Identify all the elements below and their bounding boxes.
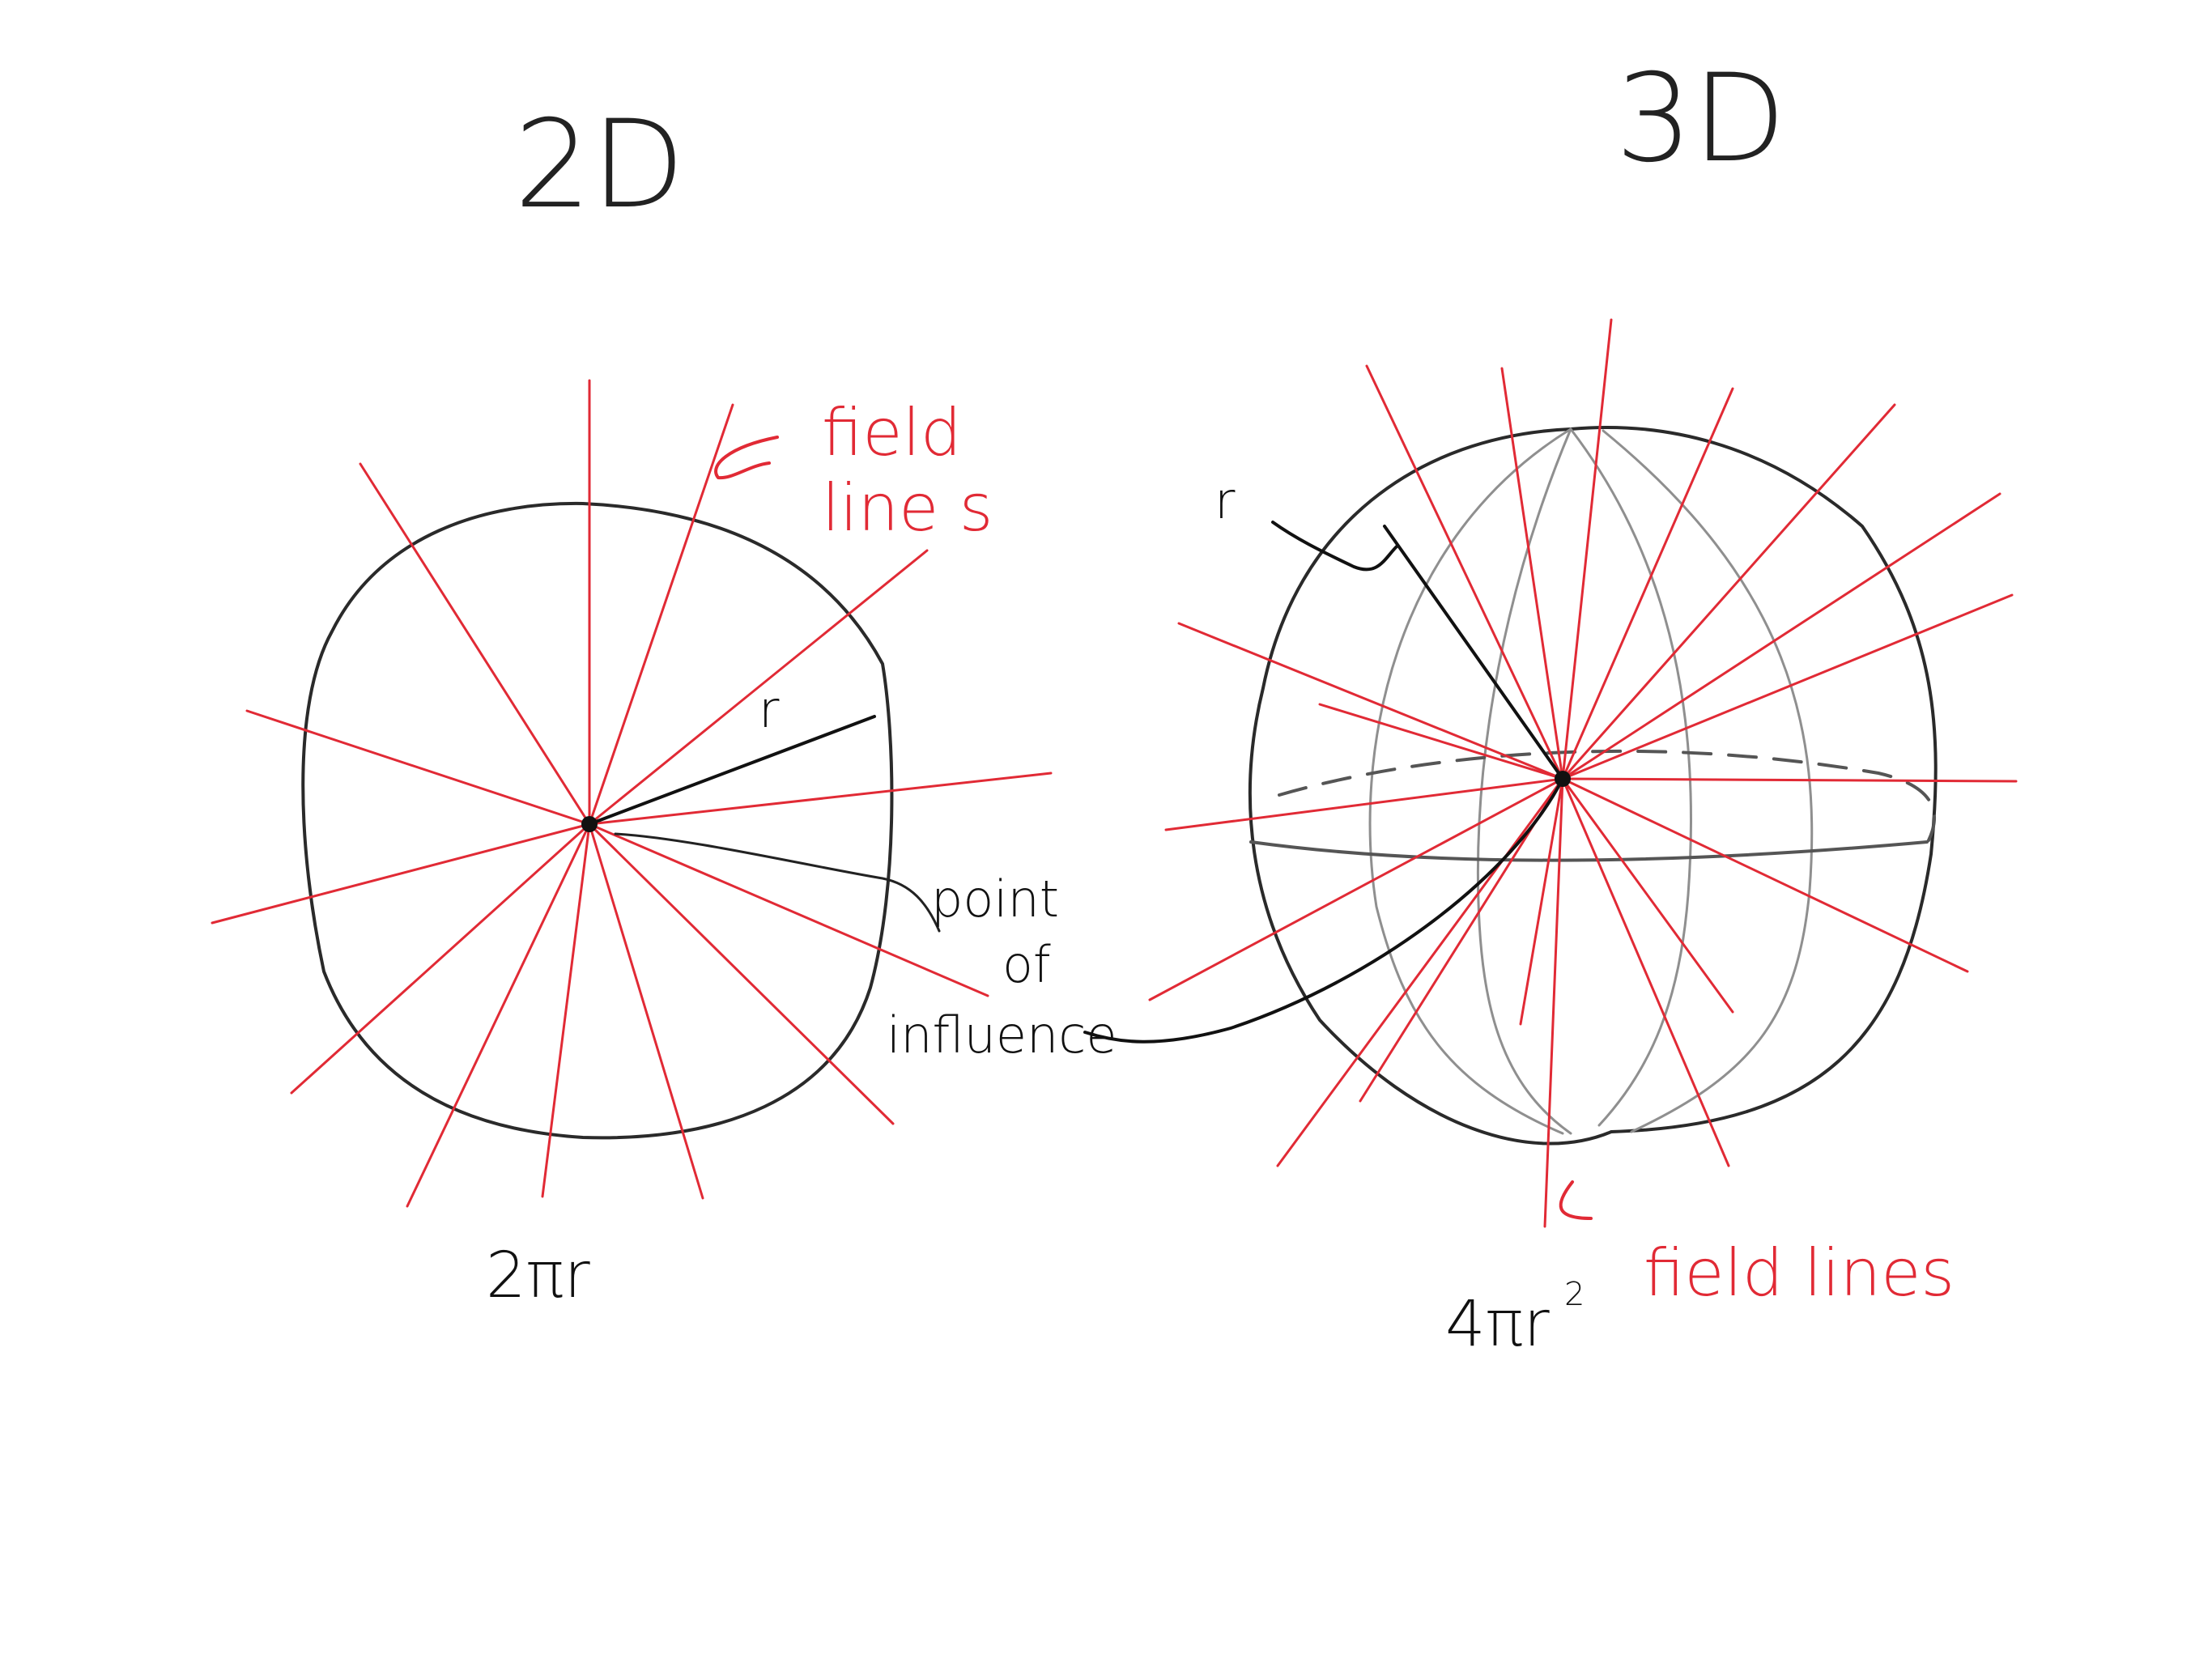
left-field-label-line1: field: [822, 395, 962, 470]
right-point-leader: [1083, 777, 1564, 1044]
left-panel: 2D r field line s 2πr: [211, 95, 1053, 1312]
sphere-outline-icon: [1248, 425, 1938, 1146]
right-title: 3D: [1615, 49, 1786, 189]
annotation-line2: of: [1002, 935, 1051, 994]
annotation-line1: point: [931, 869, 1059, 929]
left-formula: 2πr: [486, 1239, 590, 1312]
sphere-equator-back: [1278, 749, 1937, 842]
sphere-equator: [1249, 840, 1929, 862]
right-field-label: field lines: [1644, 1235, 1955, 1311]
left-center-point: [581, 816, 598, 832]
left-field-label-line2: line s: [822, 470, 993, 546]
left-field-label-leader: [714, 436, 779, 480]
right-radius-leader: [1271, 521, 1398, 572]
left-radius-label: r: [759, 680, 780, 739]
right-formula-exponent: 2: [1564, 1276, 1585, 1313]
sphere-meridians: [1368, 427, 1814, 1135]
left-annotation-leader: [614, 832, 941, 933]
circle-outline-icon: [301, 501, 894, 1140]
right-center-point: [1555, 771, 1571, 787]
center-annotation: point of influence: [887, 869, 1117, 1065]
left-title: 2D: [514, 95, 685, 236]
right-radius-line: [1383, 525, 1564, 780]
left-radius-line: [588, 715, 876, 826]
left-field-lines: [211, 379, 1053, 1208]
right-radius-label: r: [1214, 471, 1236, 530]
annotation-line3: influence: [887, 1005, 1117, 1065]
right-panel: 3D: [1083, 49, 2018, 1361]
right-field-lines: [1148, 318, 2018, 1228]
right-formula-base: 4πr: [1445, 1288, 1550, 1361]
right-field-label-leader: [1559, 1180, 1593, 1220]
